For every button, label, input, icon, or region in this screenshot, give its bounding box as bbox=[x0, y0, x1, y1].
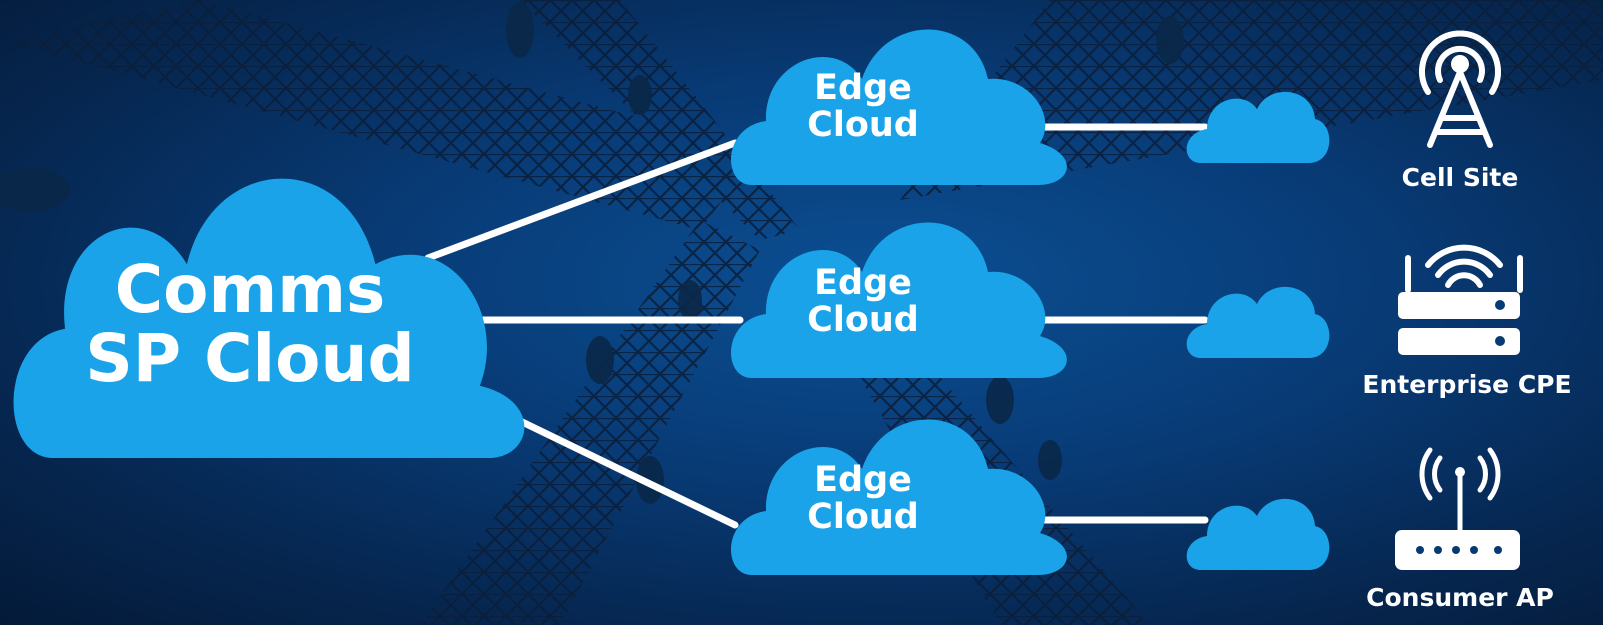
edge-cloud-2-line1: Edge bbox=[814, 263, 912, 303]
site-cloud-3 bbox=[1186, 498, 1330, 570]
cell-site-label: Cell Site bbox=[1401, 163, 1519, 192]
connector-main-to-edge-1 bbox=[424, 139, 739, 262]
consumer-ap-label: Consumer AP bbox=[1366, 583, 1554, 612]
edge-cloud-1-line1: Edge bbox=[814, 68, 912, 108]
site-cloud-1 bbox=[1186, 91, 1330, 163]
edge-cloud-2-line2: Cloud bbox=[807, 299, 919, 340]
comms-sp-cloud-line1: Comms bbox=[114, 251, 386, 328]
edge-cloud-2-label: Edge Cloud bbox=[763, 265, 963, 339]
edge-cloud-1-label: Edge Cloud bbox=[763, 70, 963, 144]
comms-sp-cloud-label: Comms SP Cloud bbox=[60, 255, 440, 394]
site-cloud-2 bbox=[1186, 286, 1330, 358]
enterprise-cpe-label: Enterprise CPE bbox=[1362, 370, 1572, 399]
comms-sp-cloud-line2: SP Cloud bbox=[85, 320, 415, 398]
edge-cloud-3-line1: Edge bbox=[814, 460, 912, 500]
edge-cloud-1-line2: Cloud bbox=[807, 104, 919, 145]
edge-cloud-3-line2: Cloud bbox=[807, 496, 919, 537]
cell-tower-icon bbox=[1419, 30, 1501, 148]
edge-cloud-3-label: Edge Cloud bbox=[763, 462, 963, 536]
wifi-router-icon bbox=[1398, 244, 1523, 355]
access-point-icon bbox=[1395, 447, 1520, 570]
